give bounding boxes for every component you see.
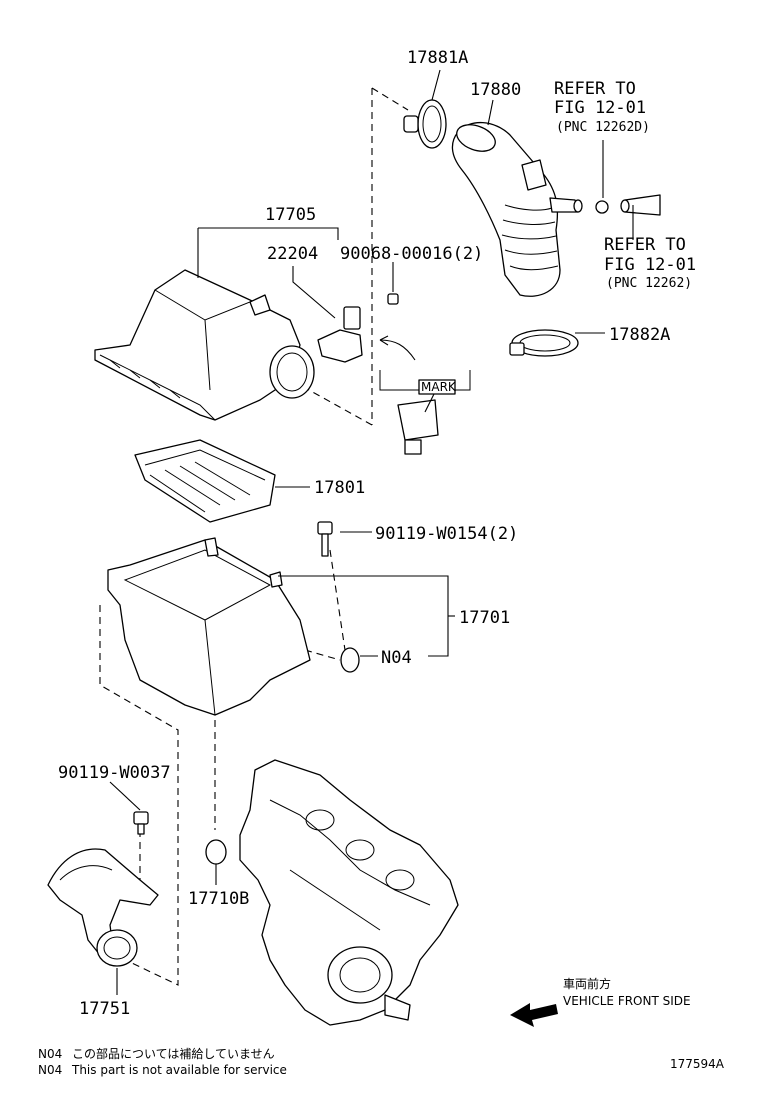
label-90068-00016[interactable]: 90068-00016(2) <box>340 244 483 264</box>
label-22204[interactable]: 22204 <box>267 244 318 264</box>
filter-element-17801[interactable] <box>134 439 276 523</box>
refer1-line2: FIG 12-01 <box>554 98 646 118</box>
leader-lines <box>109 69 634 995</box>
front-label-jp: 車両前方 <box>563 976 611 991</box>
label-17751[interactable]: 17751 <box>79 999 130 1019</box>
note2-text: This part is not available for service <box>71 1063 287 1077</box>
refer2-line2: FIG 12-01 <box>604 255 696 275</box>
bolt-90119-w0154[interactable] <box>317 521 333 557</box>
label-17705[interactable]: 17705 <box>265 205 316 225</box>
screw-90068[interactable] <box>387 293 399 305</box>
label-17710b[interactable]: 17710B <box>188 889 249 909</box>
label-n04[interactable]: N04 <box>381 648 412 668</box>
mark-detail <box>379 335 471 455</box>
label-17801[interactable]: 17801 <box>314 478 365 498</box>
label-17881a[interactable]: 17881A <box>407 48 468 68</box>
refer2-line3: (PNC 12262) <box>606 276 692 291</box>
note1-code: N04 <box>38 1047 62 1061</box>
mark-label: MARK <box>421 380 457 394</box>
note2-code: N04 <box>38 1063 62 1077</box>
dashed-guide-lines <box>99 87 409 986</box>
reference-pipe <box>595 194 661 216</box>
refer2-line1: REFER TO <box>604 235 686 255</box>
air-cleaner-cap-17705[interactable] <box>94 269 315 421</box>
grommet-n04[interactable] <box>340 647 360 673</box>
inlet-duct-17751[interactable] <box>47 848 159 967</box>
refer1-line1: REFER TO <box>554 79 636 99</box>
label-90119-w0154[interactable]: 90119-W0154(2) <box>375 524 518 544</box>
air-cleaner-case-17701[interactable] <box>107 537 311 716</box>
engine-intake-manifold <box>239 759 459 1026</box>
label-17880[interactable]: 17880 <box>470 80 521 100</box>
clamp-17882a[interactable] <box>509 329 579 357</box>
figure-id: 177594A <box>670 1057 725 1071</box>
note1-text: この部品については補給していません <box>72 1046 275 1061</box>
grommet-17710b[interactable] <box>205 839 227 865</box>
clamp-17881a[interactable] <box>403 99 447 149</box>
label-90119-w0037[interactable]: 90119-W0037 <box>58 763 171 783</box>
label-17701[interactable]: 17701 <box>459 608 510 628</box>
vehicle-front-arrow <box>510 1003 558 1027</box>
hose-17880[interactable] <box>451 120 583 297</box>
refer1-line3: (PNC 12262D) <box>556 120 650 135</box>
bolt-90119-w0037[interactable] <box>133 811 149 835</box>
label-17882a[interactable]: 17882A <box>609 325 670 345</box>
front-label-en: VEHICLE FRONT SIDE <box>563 994 691 1008</box>
airflow-sensor-22204[interactable] <box>317 306 363 363</box>
